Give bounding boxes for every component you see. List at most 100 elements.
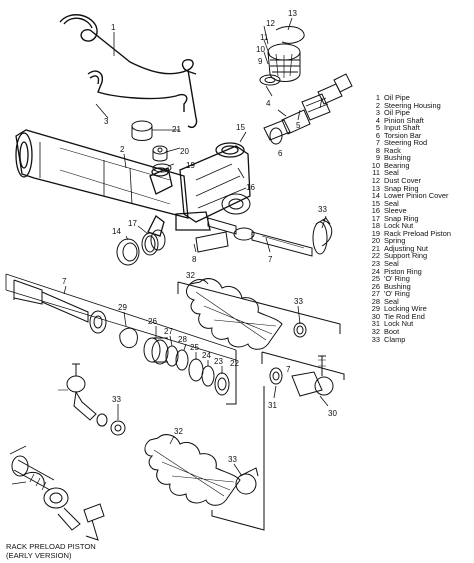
legend-number: 26 (371, 281, 380, 291)
legend-number: 13 (371, 183, 380, 193)
legend-label: Locking Wire (384, 304, 427, 314)
clamp-33-lower-left (110, 420, 126, 436)
callout-17: 17 (128, 219, 137, 228)
callout-16: 16 (246, 183, 255, 192)
legend-number: 4 (375, 115, 380, 125)
lower-pinion-cover-14 (116, 238, 140, 266)
oil-pipe-1 (59, 14, 198, 128)
legend-item: 27'O' Ring (368, 290, 472, 298)
adjusting-nut-21 (131, 120, 153, 141)
legend-label: 'O' Ring (384, 289, 410, 299)
callout-33-lower-right: 33 (228, 455, 237, 464)
legend-number: 3 (375, 108, 380, 118)
legend-label: Oil Pipe (384, 93, 410, 102)
callout-32-lower: 32 (174, 427, 183, 436)
early-preload-piston-inset (9, 445, 105, 541)
legend-number: 22 (371, 251, 380, 261)
callout-20: 20 (180, 147, 189, 156)
snap-ring-13 (275, 26, 305, 44)
legend-label: 'O' Ring (384, 274, 410, 284)
callout-9: 9 (258, 57, 263, 66)
callout-22: 22 (230, 359, 239, 368)
legend-number: 11 (372, 168, 380, 178)
legend-label: Seal (384, 198, 399, 208)
tie-rod-end-left (58, 363, 97, 421)
legend-item: 4 Pinion Shaft (368, 117, 472, 125)
legend-label: Steering Housing (384, 100, 441, 110)
legend-label: Oil Pipe (384, 108, 410, 118)
clamp-33-mid (293, 322, 307, 338)
legend-number: 19 (371, 228, 380, 238)
callout-7-right: 7 (286, 365, 291, 374)
legend-label: Input Shaft (384, 123, 420, 133)
locking-wire-29 (119, 327, 138, 349)
callout-28: 28 (178, 335, 187, 344)
callout-8: 8 (192, 255, 197, 264)
bearing-stack-10-11-12 (267, 43, 301, 82)
legend-label: Bushing (384, 281, 411, 291)
tie-rod-end-right (291, 355, 334, 397)
legend-number: 30 (371, 311, 380, 321)
lock-nut-31 (269, 367, 283, 385)
snap-ring-6 (269, 127, 283, 145)
legend-number: 24 (371, 266, 380, 276)
inset-caption: RACK PRELOAD PISTON (EARLY VERSION) (6, 542, 96, 560)
legend-item: 25 'O' Ring (368, 275, 472, 283)
legend-label: Lower Pinion Cover (384, 191, 449, 201)
legend-number: 6 (375, 130, 380, 140)
legend-label: Adjusting Nut (384, 243, 428, 253)
callout-labels: 1 3 13 12 11 10 9 4 5 6 15 16 21 20 19 2… (62, 9, 337, 464)
legend-number: 25 (371, 274, 380, 284)
callout-32-upper: 32 (186, 271, 195, 280)
callout-10: 10 (256, 45, 265, 54)
callout-23: 23 (214, 357, 223, 366)
legend-number: 16 (371, 206, 380, 216)
legend-label: Sleeve (384, 206, 407, 216)
legend-item: 21 Adjusting Nut (368, 245, 472, 253)
caption-line-1: RACK PRELOAD PISTON (6, 542, 96, 551)
legend-item: 15 Seal (368, 200, 472, 208)
callout-11: 11 (260, 33, 269, 42)
legend-number: 21 (371, 243, 380, 253)
boot-32-lower (144, 434, 241, 506)
callout-30: 30 (328, 409, 337, 418)
callout-31: 31 (268, 401, 277, 410)
legend-label: Tie Rod End (384, 311, 425, 321)
clamp-33-upper (312, 217, 333, 255)
callout-33-mid: 33 (294, 297, 303, 306)
callout-1: 1 (111, 23, 116, 32)
legend-number: 33 (371, 334, 380, 344)
legend-label: Rack Preload Piston (384, 228, 451, 238)
callout-33-upper: 33 (318, 205, 327, 214)
legend-number: 2 (375, 100, 380, 110)
legend-label: Lock Nut (384, 221, 414, 231)
legend-label: Dust Cover (384, 176, 421, 186)
pinion-input-shaft (263, 73, 353, 141)
legend-label: Snap Ring (384, 213, 419, 223)
legend-number: 15 (371, 198, 380, 208)
housing-lower-flange (221, 193, 251, 215)
legend-item: 2 Steering Housing (368, 100, 472, 110)
callout-19: 19 (186, 161, 195, 170)
bushing-9 (259, 74, 281, 86)
snap-ring-17 (141, 229, 166, 256)
legend-item: 3 Oil Pipe (368, 109, 472, 117)
legend-item: 16 Sleeve (368, 207, 472, 215)
legend-number: 28 (371, 296, 380, 306)
legend-number: 18 (371, 221, 380, 231)
lock-nut-18 (152, 163, 172, 173)
legend-number: 8 (375, 145, 380, 155)
legend-label: Pinion Shaft (384, 115, 424, 125)
oil-pipe-3 (87, 70, 188, 112)
callout-24: 24 (202, 351, 211, 360)
caption-line-2: (EARLY VERSION) (6, 551, 72, 560)
